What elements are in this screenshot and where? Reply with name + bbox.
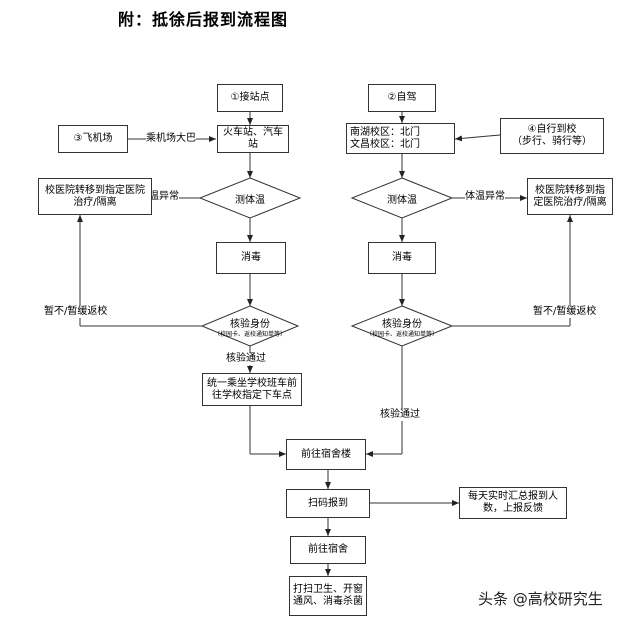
left-defer-label: 暂不/暂缓返校 [44, 306, 108, 318]
train-bus-station-box: 火车站、汽车站 [217, 125, 289, 153]
right-abnormal-label: 体温异常 [465, 191, 505, 203]
go-dorm-box: 前往宿舍 [290, 536, 366, 564]
shuttle-box: 统一乘坐学校班车前往学校指定下车点 [202, 373, 302, 406]
left-verify-text: 核验身份 [230, 318, 270, 330]
left-temp-decision [198, 177, 302, 219]
right-verify-decision [350, 305, 454, 347]
right-passed-label: 核验通过 [380, 409, 420, 421]
right-temp-decision [350, 177, 454, 219]
watermark: 头条 @高校研究生 [478, 590, 603, 608]
right-verify-note: （校园卡、返校通知单等） [365, 330, 438, 338]
left-passed-label: 核验通过 [226, 353, 266, 365]
right-hospital-box: 校医院转移到指定医院治疗/隔离 [527, 178, 613, 215]
scan-report-box: 扫码报到 [286, 489, 370, 518]
self-arrival-box: ④自行到校 （步行、骑行等） [500, 118, 604, 154]
page-title: 附：抵徐后报到流程图 [118, 10, 289, 29]
left-verify-decision [200, 305, 300, 347]
left-verify-note: （校园卡、返校通知单等） [213, 330, 286, 338]
left-verify-label: 核验身份 （校园卡、返校通知单等） [208, 312, 292, 340]
pickup-point-box: ①接站点 [217, 84, 283, 112]
left-disinfect-box: 消毒 [216, 242, 286, 274]
right-temp-label: 测体温 [387, 194, 417, 206]
left-temp-label: 测体温 [235, 194, 265, 206]
daily-summary-box: 每天实时汇总报到人数，上报反馈 [459, 487, 567, 519]
right-disinfect-box: 消毒 [368, 242, 436, 274]
right-verify-text: 核验身份 [382, 318, 422, 330]
airport-box: ③飞机场 [58, 125, 128, 153]
right-verify-label: 核验身份 （校园卡、返校通知单等） [360, 312, 444, 340]
clean-box: 打扫卫生、开窗通风、消毒杀菌 [289, 576, 367, 616]
left-hospital-box: 校医院转移到指定医院治疗/隔离 [38, 178, 152, 215]
dorm-building-box: 前往宿舍楼 [286, 439, 366, 470]
campus-gates-box: 南湖校区：北门 文昌校区：北门 [346, 123, 455, 154]
right-defer-label: 暂不/暂缓返校 [533, 306, 597, 318]
self-drive-box: ②自驾 [368, 84, 436, 112]
airport-bus-label: 乘机场大巴 [146, 133, 196, 145]
